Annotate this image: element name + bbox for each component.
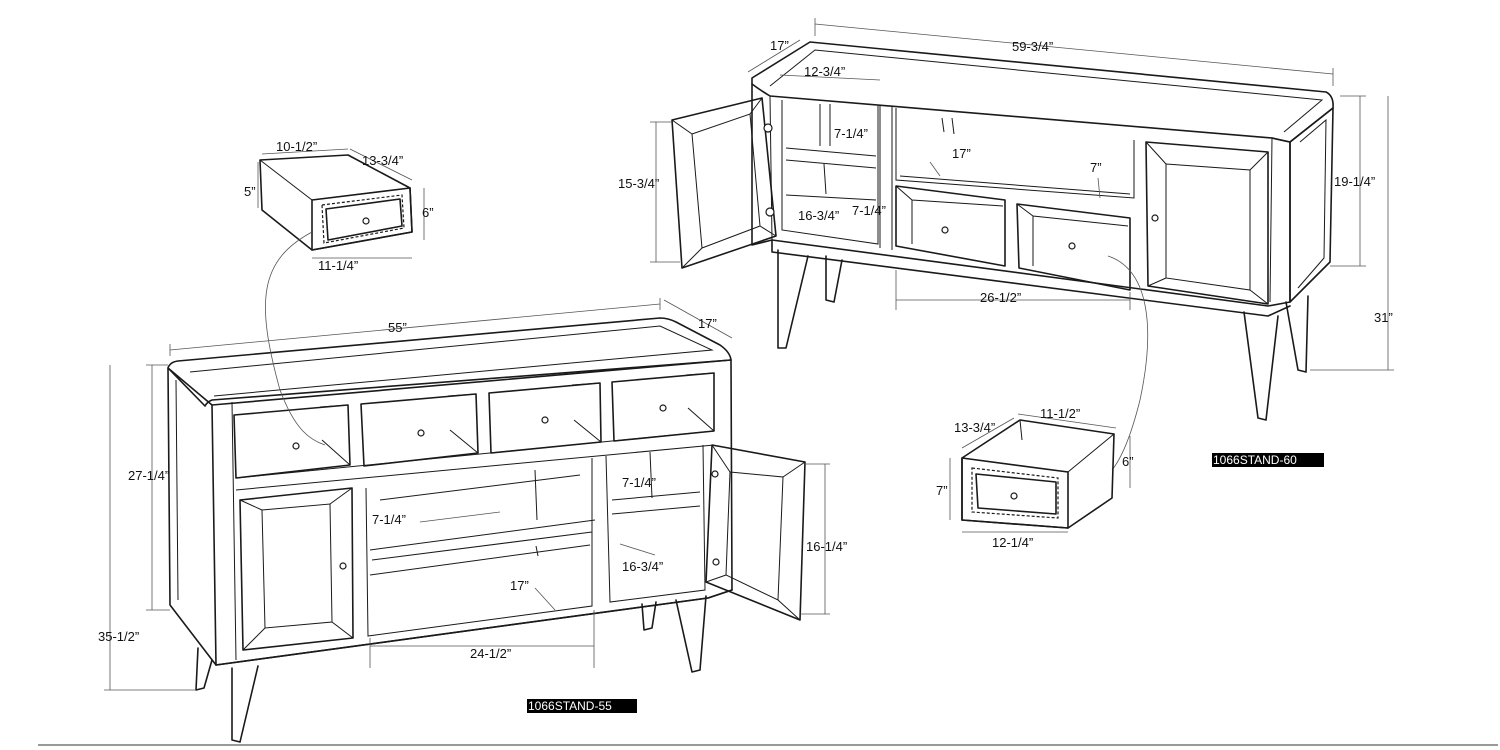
label-55-shelf-upper: 7-1/4”: [372, 512, 406, 527]
label-60-drawer-width: 11-1/2”: [1040, 406, 1080, 421]
label-55-total-height: 35-1/2”: [98, 629, 139, 644]
drawer-55-detail: [257, 148, 425, 446]
label-60-drawer-depth: 13-3/4”: [954, 420, 995, 435]
label-60-depth: 17”: [770, 38, 789, 53]
label-55-drawer-front-height: 6”: [422, 205, 434, 220]
label-55-drawer-bottom-width: 11-1/4”: [318, 258, 358, 273]
label-60-body-height: 19-1/4”: [1334, 174, 1375, 189]
label-55-center-width: 24-1/2”: [470, 646, 511, 661]
label-55-center-depth: 17”: [510, 578, 529, 593]
label-55-width: 55”: [388, 320, 407, 335]
label-60-side-shelf-lower: 7-1/4”: [852, 203, 886, 218]
tv-stand-60-drawing: [671, 41, 1334, 421]
model-tag-55-text: 1066STAND-55: [528, 699, 612, 713]
label-55-depth: 17”: [698, 316, 717, 331]
label-60-center-shelf: 7”: [1090, 160, 1102, 175]
label-60-center-depth: 17”: [952, 146, 971, 161]
label-60-center-width: 26-1/2”: [980, 290, 1021, 305]
label-55-drawer-height: 5”: [244, 184, 256, 199]
label-60-side-shelf-upper: 7-1/4”: [834, 126, 868, 141]
dimension-labels: 55” 17” 27-1/4” 35-1/2” 16-1/4” 7-1/4” 7…: [98, 38, 1393, 661]
label-60-side-width: 12-3/4”: [804, 64, 845, 79]
model-tag-55: 1066STAND-55: [527, 699, 637, 713]
label-55-body-height: 27-1/4”: [128, 468, 169, 483]
tv-stand-55-dimension-lines: [104, 298, 830, 691]
label-60-width: 59-3/4”: [1012, 39, 1053, 54]
model-tag-60-text: 1066STAND-60: [1213, 453, 1297, 467]
tv-stand-55-drawing: [167, 317, 806, 743]
label-55-drawer-depth: 13-3/4”: [362, 153, 403, 168]
label-60-drawer-bottom-width: 12-1/4”: [992, 535, 1033, 550]
label-60-drawer-side-height: 6”: [1122, 454, 1134, 469]
label-55-drawer-front-width: 10-1/2”: [276, 139, 317, 154]
model-tag-60: 1066STAND-60: [1212, 453, 1324, 467]
label-60-door-height: 15-3/4”: [618, 176, 659, 191]
label-55-shelf-side: 7-1/4”: [622, 475, 656, 490]
tv-stand-60-dimension-lines: [650, 18, 1394, 471]
label-60-drawer-front-height: 7”: [936, 483, 948, 498]
label-55-shelf-depth: 16-3/4”: [622, 559, 663, 574]
label-60-total-height: 31”: [1374, 310, 1393, 325]
label-60-side-depth: 16-3/4”: [798, 208, 839, 223]
drawer-60-detail: [949, 413, 1131, 533]
label-55-door-height: 16-1/4”: [806, 539, 847, 554]
